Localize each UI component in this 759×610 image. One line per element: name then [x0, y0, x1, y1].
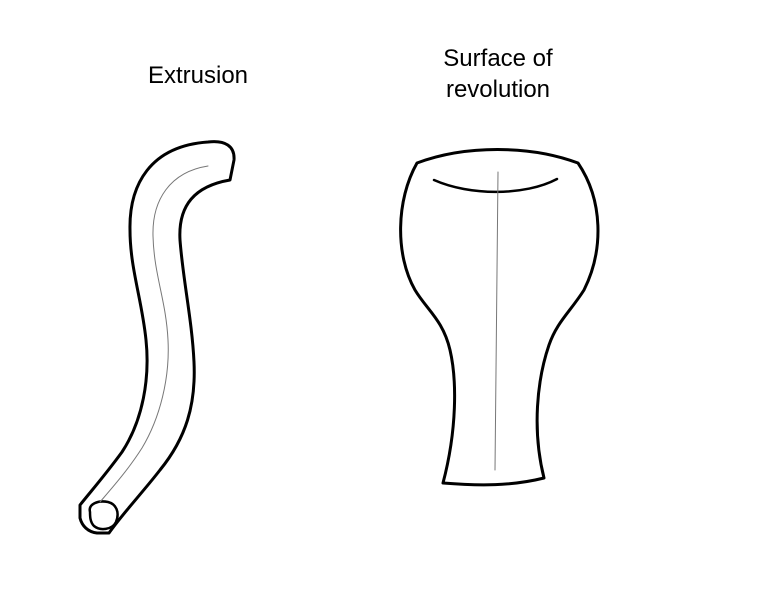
revolution-figure — [399, 148, 600, 487]
surface-of-revolution-label: Surface of revolution — [418, 43, 578, 105]
extrusion-figure — [78, 140, 236, 535]
surface-of-revolution-label-line-1: Surface of — [443, 45, 553, 72]
revolution-axis-line — [494, 171, 499, 471]
extrusion-center-line — [99, 165, 209, 503]
revolution-rim-curve — [432, 177, 559, 194]
surface-of-revolution-label-line-2: revolution — [445, 76, 551, 103]
extrusion-label: Extrusion — [147, 62, 249, 89]
revolution-solid-outline — [399, 148, 600, 487]
extrusion-tube-end-cap — [88, 500, 119, 531]
extrusion-tube-outline — [78, 140, 236, 535]
